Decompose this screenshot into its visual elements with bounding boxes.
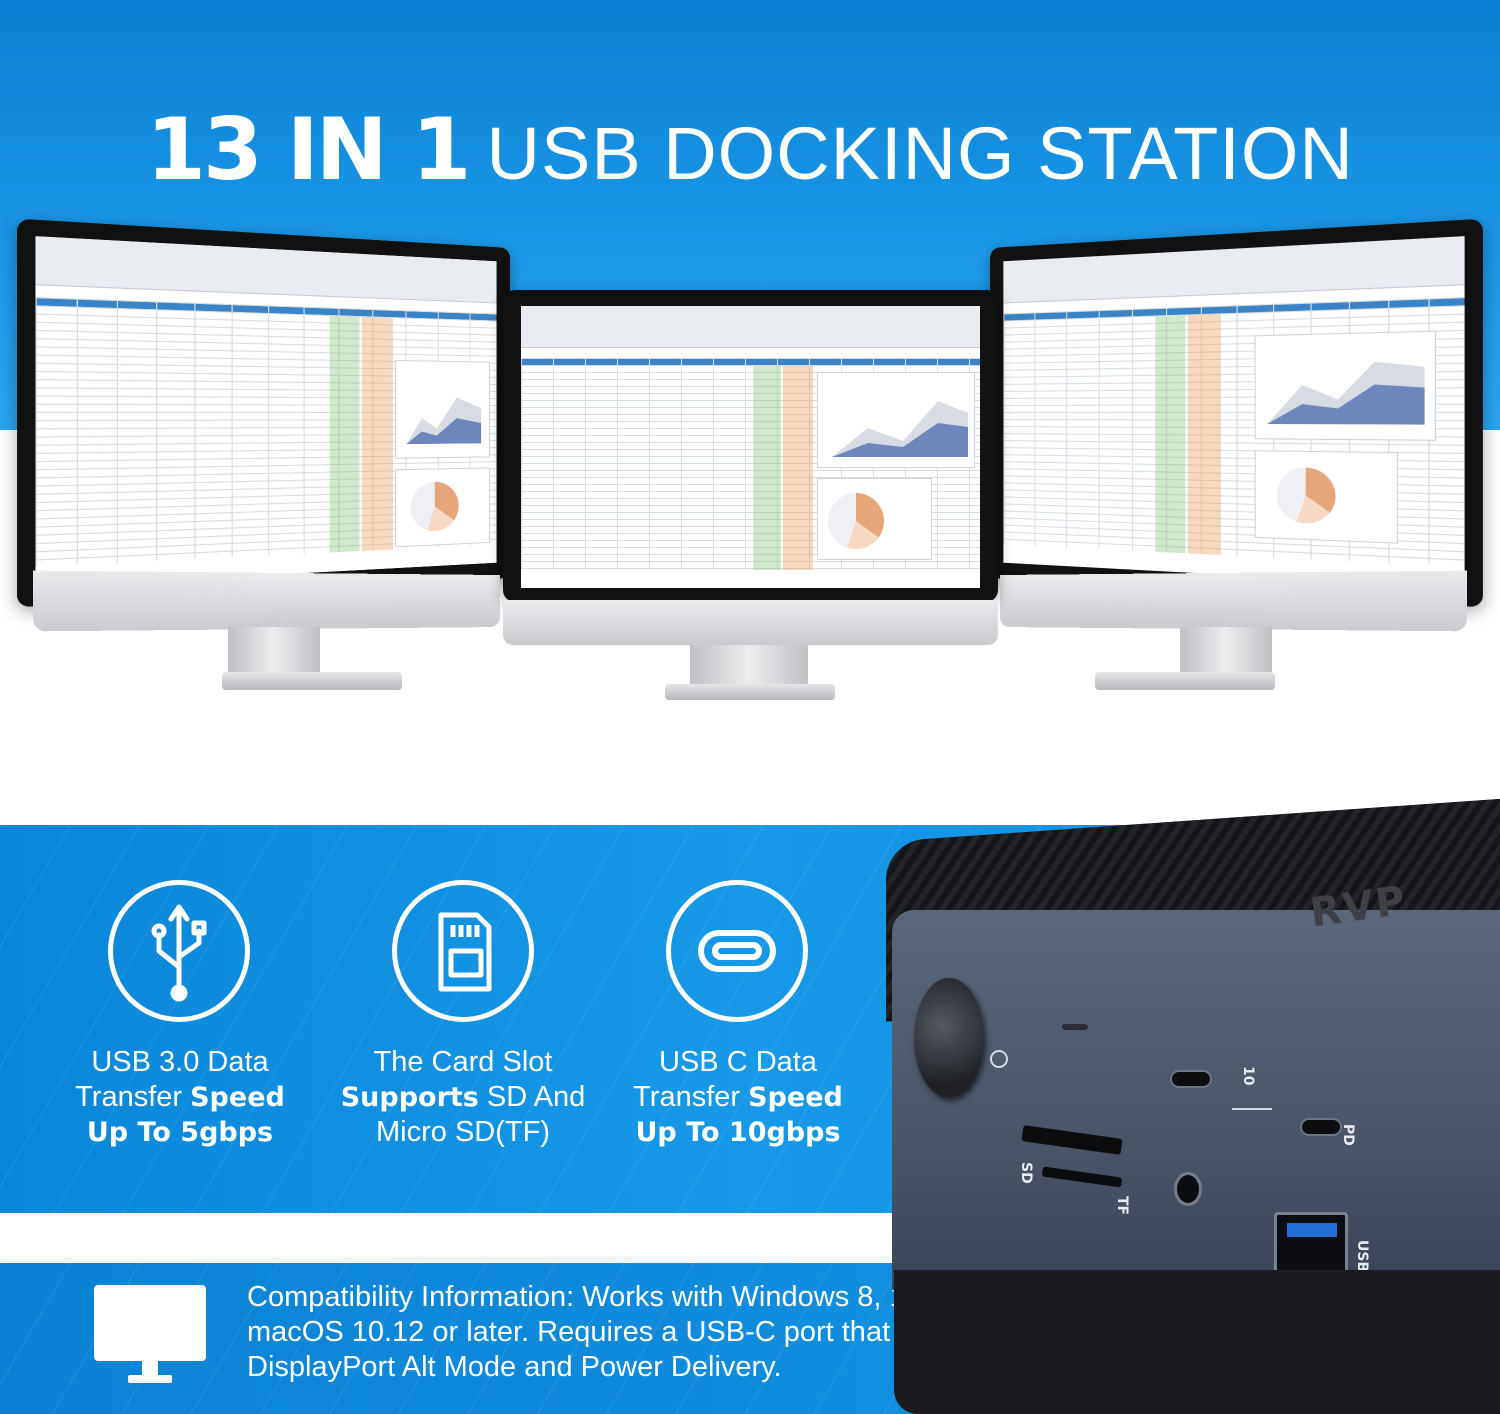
monitor-stand [690, 645, 808, 687]
power-icon [990, 1050, 1008, 1068]
feature-bold-text: Up To 5gbps [86, 1117, 274, 1148]
feature-line: USB 3.0 Data [91, 1046, 269, 1078]
feature-line: Micro SD(TF) [376, 1116, 550, 1148]
usb-icon [108, 880, 250, 1022]
feature-bold-text: Speed [190, 1082, 285, 1113]
usb-port-tongue [1287, 1223, 1337, 1237]
feature-bold-text: Speed [748, 1082, 843, 1113]
spreadsheet-screen [35, 236, 497, 588]
status-led [1062, 1024, 1088, 1030]
docking-station-image: 10 PD SD TF USB 3.0 RVP [880, 798, 1500, 1414]
spreadsheet-ribbon [1003, 236, 1465, 304]
feature-text: Transfer [75, 1081, 191, 1113]
monitor-center-bezel [503, 290, 998, 602]
monitor-chin [33, 570, 501, 632]
spreadsheet-column-highlight [783, 366, 813, 570]
area-chart-graphic [1267, 360, 1425, 425]
sd-card-icon [392, 880, 534, 1022]
compatibility-text: Compatibility Information: Works with Wi… [247, 1281, 1089, 1383]
usb-c-icon [666, 880, 808, 1022]
feature-bold-text: Up To 10gbps [635, 1117, 841, 1148]
spreadsheet-screen [1003, 236, 1465, 588]
feature-usbc-text: USB C Data Transfer Speed Up To 10gbps [588, 1045, 888, 1150]
audio-jack [1174, 1172, 1202, 1206]
pie-chart-thumbnail [395, 467, 490, 548]
title-light: USB DOCKING STATION [486, 112, 1354, 195]
tf-label: TF [1114, 1196, 1130, 1216]
feature-text: SD And [478, 1081, 586, 1113]
monitor-foot [665, 684, 835, 700]
feature-line: Up To 5gbps [30, 1115, 330, 1150]
usb-speed-label: 10 [1240, 1066, 1256, 1086]
monitor-foot [222, 672, 402, 690]
spreadsheet-column-highlight [361, 317, 394, 552]
monitor-left-bezel [17, 218, 510, 608]
power-knob [914, 978, 984, 1098]
monitor-icon [90, 1283, 210, 1388]
spreadsheet-column-highlight [1155, 315, 1186, 554]
monitor-foot [1095, 672, 1275, 690]
spreadsheet-column-highlight [329, 316, 360, 553]
feature-bold-text: Supports [340, 1082, 479, 1113]
area-chart-thumbnail [817, 372, 975, 468]
monitor-right-bezel [990, 218, 1483, 608]
usb-c-pd-port [1300, 1118, 1342, 1136]
sd-label: SD [1018, 1162, 1034, 1184]
dock-base [894, 1270, 1500, 1414]
usb-symbol-icon [1232, 1108, 1272, 1110]
feature-usb3-text: USB 3.0 Data Transfer Speed Up To 5gbps [30, 1045, 330, 1150]
monitor-chin [503, 600, 998, 645]
pie-chart-graphic [1276, 467, 1336, 525]
spreadsheet-ribbon [35, 236, 497, 304]
feature-line: USB C Data [659, 1046, 817, 1078]
spreadsheet-ribbon [521, 306, 980, 348]
monitor-chin [1000, 570, 1467, 632]
feature-line: Up To 10gbps [588, 1115, 888, 1150]
usb-c-data-port [1170, 1070, 1212, 1088]
pd-label: PD [1340, 1124, 1356, 1146]
area-chart-thumbnail [1254, 330, 1437, 441]
tf-card-slot [1041, 1166, 1123, 1188]
pie-chart-thumbnail [1254, 450, 1399, 544]
area-chart-graphic [832, 401, 968, 457]
feature-line: Transfer Speed [588, 1080, 888, 1115]
sd-card-slot [1021, 1125, 1123, 1155]
pie-chart-thumbnail [817, 478, 932, 560]
dock-front-panel: 10 PD SD TF USB 3.0 [892, 910, 1500, 1302]
area-chart-graphic [406, 397, 482, 445]
area-chart-thumbnail [395, 359, 490, 459]
feature-text: Transfer [633, 1081, 749, 1113]
monitor-stand [1180, 627, 1272, 677]
feature-line: Transfer Speed [30, 1080, 330, 1115]
pie-chart-graphic [828, 493, 884, 549]
feature-card-slot-text: The Card Slot Supports SD And Micro SD(T… [313, 1045, 613, 1150]
title-bold: 13 IN 1 [146, 100, 471, 200]
monitor-stand [228, 627, 320, 677]
feature-line: The Card Slot [373, 1046, 553, 1078]
spreadsheet-column-highlight [753, 366, 781, 570]
spreadsheet-screen [521, 306, 980, 588]
feature-line: Supports SD And [313, 1080, 613, 1115]
spreadsheet-column-highlight [1187, 314, 1221, 555]
pie-chart-graphic [410, 481, 459, 533]
